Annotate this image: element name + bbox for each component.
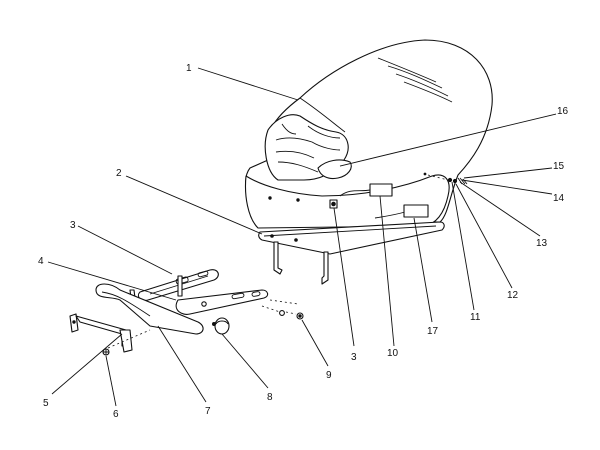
leader-lines (47, 67, 557, 407)
callout-16: 16 (557, 106, 569, 117)
assembly-line (285, 311, 297, 315)
callout-12: 12 (507, 290, 519, 301)
clip-part (329, 199, 338, 209)
decal-17 (403, 204, 429, 218)
fairing-part (244, 39, 493, 229)
callout-17: 17 (427, 326, 439, 337)
callout-3-right: 3 (351, 352, 357, 363)
end-cap-part (212, 317, 230, 335)
callout-5: 5 (43, 398, 49, 409)
screw-part (201, 301, 304, 320)
decal-10 (369, 183, 393, 197)
bracket-plate-part (69, 313, 133, 353)
assembly-line (261, 305, 281, 313)
callout-15: 15 (553, 161, 565, 172)
callout-10: 10 (387, 348, 399, 359)
assembly-line (269, 299, 299, 305)
subframe-part (129, 269, 269, 315)
callout-14: 14 (553, 193, 565, 204)
callout-2: 2 (116, 168, 122, 179)
assembly-line (427, 174, 449, 181)
callout-13: 13 (536, 238, 548, 249)
callout-7: 7 (205, 406, 211, 417)
tube-part (95, 283, 204, 335)
callout-4: 4 (38, 256, 44, 267)
callout-11: 11 (470, 312, 481, 323)
callout-8: 8 (267, 392, 273, 403)
trim-strip-part (258, 221, 445, 285)
callout-9: 9 (326, 370, 332, 381)
callout-6: 6 (113, 409, 119, 420)
callout-1: 1 (186, 63, 192, 74)
bolt-part (102, 348, 110, 356)
callout-3-left: 3 (70, 220, 76, 231)
